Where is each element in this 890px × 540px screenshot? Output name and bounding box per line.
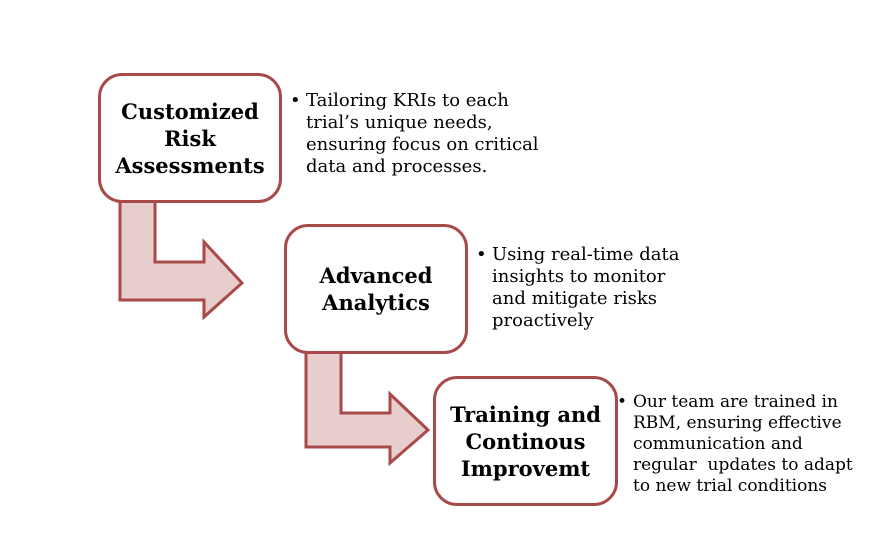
step-title-line: Assessments (115, 152, 265, 178)
arrow-step2-to-step3 (304, 348, 431, 467)
description-line: Tailoring KRIs to each (306, 90, 509, 111)
step-title-line: Training and (450, 401, 601, 427)
step-description-3: • Our team are trained in RBM, ensuring … (617, 392, 853, 497)
description-line: Our team are trained in (633, 392, 838, 412)
description-line: communication and (633, 434, 803, 454)
step-description-1: • Tailoring KRIs to each trial’s unique … (290, 90, 539, 178)
step-title-line: Analytics (322, 290, 430, 315)
step-title-line: Customized (121, 98, 259, 124)
bullet-point: • (617, 392, 628, 412)
description-line: and mitigate risks (492, 288, 657, 309)
step-box-customized-risk-assessments: Customized Risk Assessments (98, 73, 282, 203)
step-title-line: Improvemt (460, 455, 591, 481)
description-line: insights to monitor (492, 266, 666, 287)
step-box-advanced-analytics: Advanced Analytics (284, 224, 468, 354)
step-title-line: Advanced (319, 263, 433, 288)
step-title-line: Continous (465, 428, 586, 454)
step-title-line: Risk (164, 125, 216, 151)
description-line: proactively (492, 310, 594, 331)
step-description-2: • Using real-time data insights to monit… (476, 244, 679, 332)
description-line: Using real-time data (492, 244, 680, 265)
description-line: data and processes. (306, 156, 488, 177)
step-box-training-and-continous-improvemt: Training and Continous Improvemt (433, 376, 618, 506)
description-line: to new trial conditions (633, 476, 828, 496)
description-line: regular updates to adapt (633, 455, 853, 475)
bullet-point: • (290, 90, 301, 111)
description-line: RBM, ensuring effective (633, 413, 842, 433)
bullet-point: • (476, 244, 487, 265)
description-line: trial’s unique needs, (306, 112, 493, 133)
description-line: ensuring focus on critical (306, 134, 539, 155)
arrow-step1-to-step2 (118, 197, 245, 321)
